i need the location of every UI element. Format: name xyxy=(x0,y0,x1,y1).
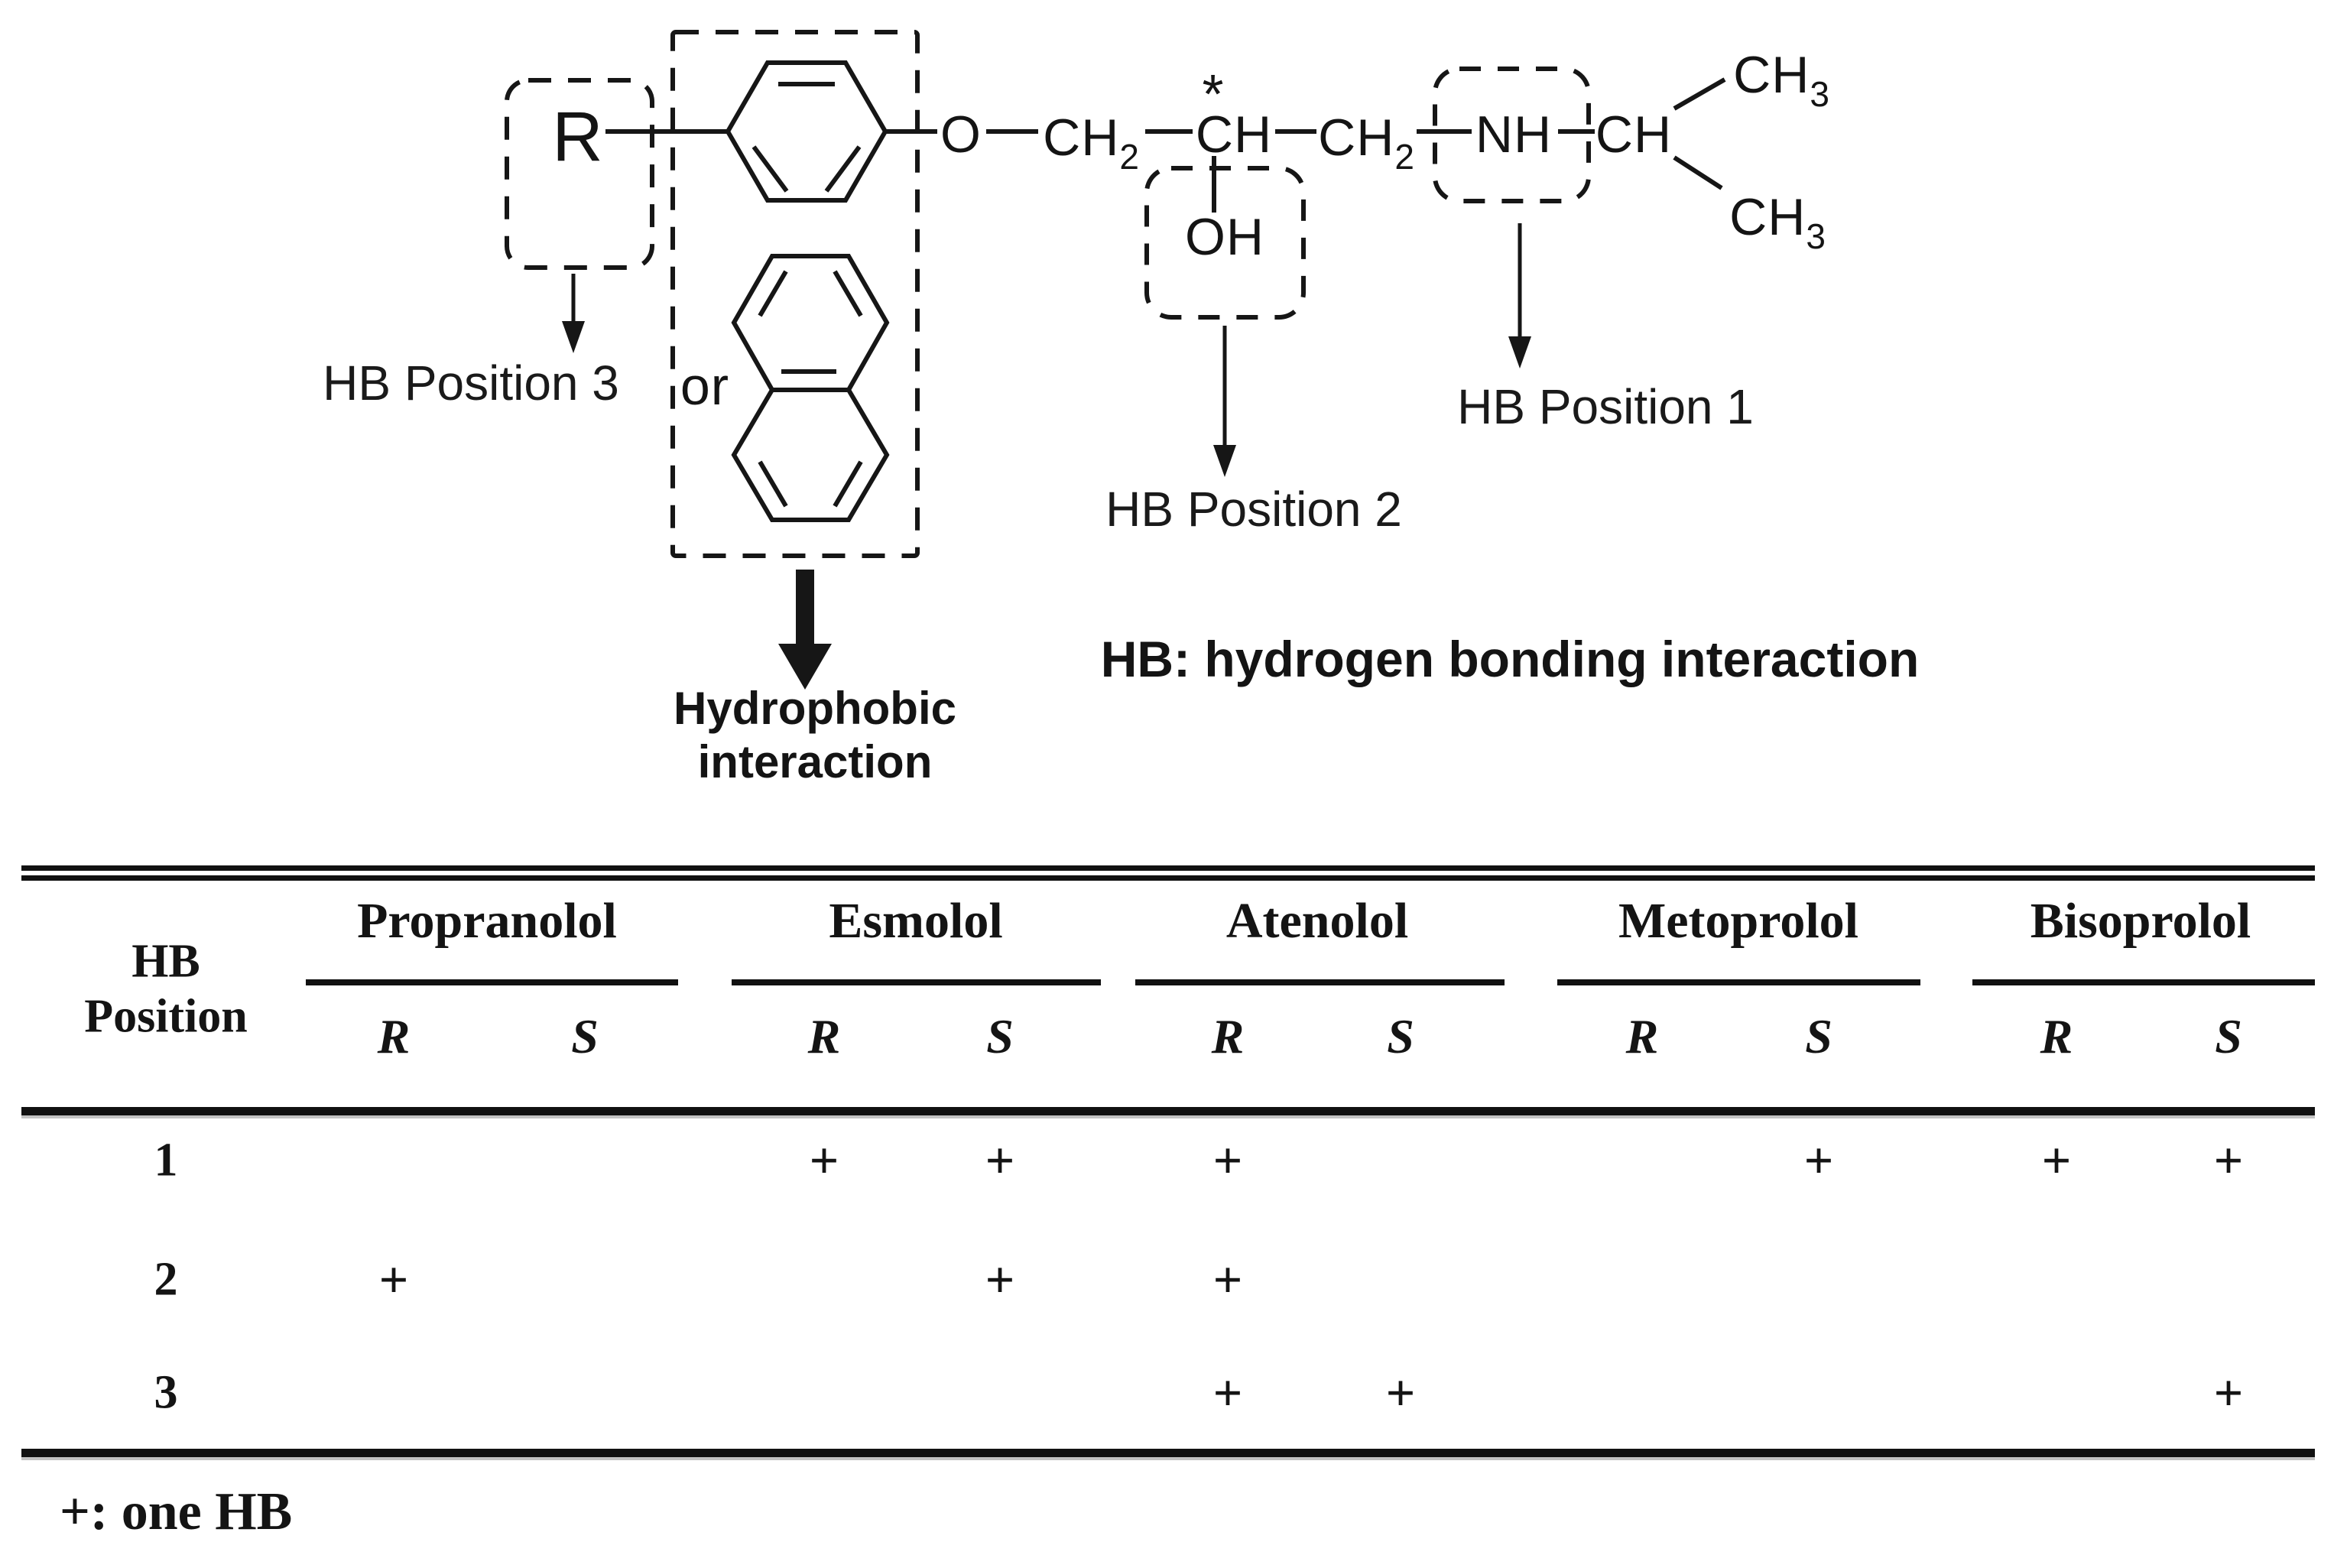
bond-ch-ch3-top xyxy=(1673,77,1726,111)
atom-ch2-a-text: CH xyxy=(1043,109,1120,167)
stereo-header-esmolol-r: R xyxy=(807,1009,841,1063)
oh-dashed-box xyxy=(1144,166,1306,320)
drug-header-esmolol: Esmolol xyxy=(829,893,1003,949)
cell-pos3-bisoprolol-s: + xyxy=(2213,1363,2244,1422)
atom-ch2-a: CH2 xyxy=(1043,108,1139,174)
drug-header-propranolol: Propranolol xyxy=(357,893,617,949)
stereo-header-bisoprolol-r: R xyxy=(2040,1009,2073,1063)
table-header-position: Position xyxy=(84,990,248,1043)
cell-pos1-esmolol-r: + xyxy=(809,1131,839,1190)
cell-pos2-atenolol-r: + xyxy=(1212,1250,1243,1309)
cell-pos3-atenolol-r: + xyxy=(1212,1363,1243,1422)
atom-ch3-top: CH3 xyxy=(1733,45,1829,112)
naphthalene-double-bond-2 xyxy=(833,270,863,317)
arrow-oh-head xyxy=(1213,445,1236,477)
hb-position-2-label: HB Position 2 xyxy=(1105,482,1402,537)
atom-o: O xyxy=(940,106,982,164)
thick-arrow-shaft xyxy=(796,570,814,646)
benzene-double-bond-right xyxy=(824,145,862,193)
cell-pos2-propranolol-r: + xyxy=(378,1250,409,1309)
hb-position-3-label: HB Position 3 xyxy=(323,355,619,411)
row-label-3: 3 xyxy=(154,1366,178,1419)
benzene-double-bond-left xyxy=(751,145,789,193)
drug-header-atenolol: Atenolol xyxy=(1225,893,1409,949)
atom-ch2-b-sub: 2 xyxy=(1394,137,1414,177)
cell-pos1-atenolol-r: + xyxy=(1212,1131,1243,1190)
table-mid-rule xyxy=(21,1107,2315,1115)
atom-ch2-a-sub: 2 xyxy=(1119,137,1139,177)
table-top-rule-1 xyxy=(21,865,2315,871)
table-bottom-rule xyxy=(21,1449,2315,1457)
atom-ch3-bottom-sub: 3 xyxy=(1806,216,1826,256)
atom-ch3-bottom-text: CH xyxy=(1729,188,1806,246)
atom-ch2-b: CH2 xyxy=(1318,108,1414,174)
subrule-bisoprolol xyxy=(1972,979,2315,985)
table-bottom-rule-shadow xyxy=(21,1457,2315,1460)
table-footnote: +: one HB xyxy=(60,1482,293,1541)
hydrophobic-interaction-label: Hydrophobic interaction xyxy=(674,682,956,789)
stereo-header-metoprolol-s: S xyxy=(1805,1009,1832,1063)
hb-definition-label: HB: hydrogen bonding interaction xyxy=(1100,631,1920,687)
atom-oh: OH xyxy=(1185,208,1264,266)
atom-ch3-top-text: CH xyxy=(1733,46,1810,104)
hb-position-1-label: HB Position 1 xyxy=(1457,379,1754,434)
atom-ch-isopropyl: CH xyxy=(1595,106,1673,164)
row-label-1: 1 xyxy=(154,1134,178,1187)
atom-ch3-top-sub: 3 xyxy=(1810,74,1829,114)
structure-drawing xyxy=(505,30,1726,690)
stereo-header-atenolol-s: S xyxy=(1387,1009,1414,1063)
subrule-esmolol xyxy=(732,979,1101,985)
stereo-header-metoprolol-r: R xyxy=(1625,1009,1659,1063)
hydrophobic-line2: interaction xyxy=(697,736,933,787)
subrule-metoprolol xyxy=(1557,979,1920,985)
atom-ch-stereocenter: CH xyxy=(1195,106,1273,164)
naphthalene-double-bond-1 xyxy=(758,270,788,317)
table-mid-rule-shadow xyxy=(21,1115,2315,1118)
table-header-hb: HB xyxy=(131,935,200,988)
table-top-rule-2 xyxy=(21,875,2315,881)
cell-pos1-bisoprolol-r: + xyxy=(2041,1131,2072,1190)
cell-pos1-bisoprolol-s: + xyxy=(2213,1131,2244,1190)
or-label: or xyxy=(680,356,730,416)
stereo-header-propranolol-r: R xyxy=(377,1009,411,1063)
arrow-r-head xyxy=(562,321,585,353)
cell-pos2-esmolol-s: + xyxy=(985,1250,1015,1309)
row-label-2: 2 xyxy=(154,1253,178,1306)
hydrophobic-dashed-box xyxy=(670,30,920,558)
subrule-propranolol xyxy=(306,979,678,985)
cell-pos1-esmolol-s: + xyxy=(985,1131,1015,1190)
cell-pos3-atenolol-s: + xyxy=(1385,1363,1416,1422)
thick-arrow-head xyxy=(778,644,832,690)
subrule-atenolol xyxy=(1135,979,1505,985)
atom-nh: NH xyxy=(1475,106,1553,164)
stereo-header-propranolol-s: S xyxy=(571,1009,599,1063)
stereo-header-atenolol-r: R xyxy=(1211,1009,1245,1063)
r-group-dashed-box xyxy=(505,78,654,270)
cell-pos1-metoprolol-s: + xyxy=(1803,1131,1834,1190)
nh-dashed-box xyxy=(1433,67,1591,203)
atom-ch3-bottom: CH3 xyxy=(1729,187,1826,254)
stereocenter-asterisk: * xyxy=(1202,64,1225,125)
bond-ch-ch3-bottom xyxy=(1673,155,1723,190)
stereo-header-esmolol-s: S xyxy=(986,1009,1014,1063)
drug-header-bisoprolol: Bisoprolol xyxy=(2030,893,2251,949)
naphthalene-double-bond-5 xyxy=(833,460,863,508)
atom-ch2-b-text: CH xyxy=(1318,109,1395,167)
naphthalene-double-bond-4 xyxy=(758,460,788,508)
drug-header-metoprolol: Metoprolol xyxy=(1618,893,1859,949)
stereo-header-bisoprolol-s: S xyxy=(2215,1009,2242,1063)
naphthalene-lower-ring xyxy=(731,388,890,522)
r-group-symbol: R xyxy=(552,98,604,177)
hydrophobic-line1: Hydrophobic xyxy=(674,683,956,734)
arrow-nh-head xyxy=(1508,336,1531,368)
